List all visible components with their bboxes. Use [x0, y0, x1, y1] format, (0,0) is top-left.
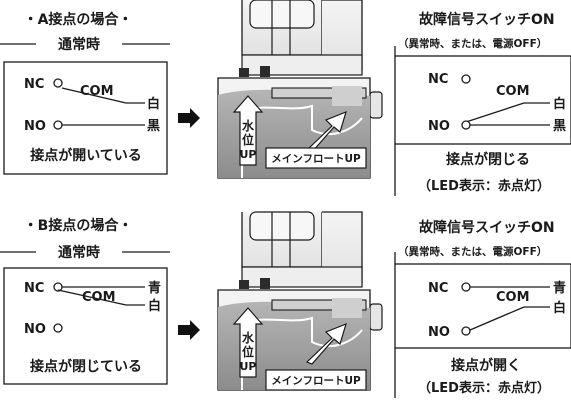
a-water-label-2: 位: [242, 132, 254, 147]
a-fault-wire-no: 黒: [553, 118, 566, 134]
a-normal-com-label: COM: [80, 84, 114, 99]
a-water-label-3: UP: [240, 148, 257, 161]
a-normal-no-label: NO: [24, 119, 46, 134]
b-fault-wire-nc: 青: [553, 280, 566, 296]
a-float-badge: [265, 147, 367, 169]
a-normal-nc-terminal: [53, 78, 63, 88]
a-normal-caption: 接点が開いている: [30, 147, 142, 164]
a-fault-nc-label: NC: [428, 72, 448, 87]
b-normal-panel: 通常時 NC 青 COM 白 NO 接点が閉じている: [0, 244, 170, 385]
a-normal-title: 通常時: [58, 36, 100, 53]
b-arrow-icon: [178, 320, 200, 340]
b-fault-box: [394, 263, 571, 349]
b-normal-wire-nc: 青: [148, 280, 161, 296]
a-fault-title: 故障信号スイッチON: [419, 11, 555, 28]
a-normal-nc-label: NC: [24, 77, 44, 92]
b-fault-subtitle: （異常時、または、電源OFF）: [398, 245, 547, 258]
a-normal-no-terminal: [53, 120, 63, 130]
b-normal-title: 通常時: [58, 244, 100, 261]
a-fault-no-label: NO: [428, 119, 450, 134]
a-normal-wire-no: 黒: [147, 118, 160, 134]
b-normal-box: [3, 267, 168, 385]
b-normal-caption: 接点が閉じている: [30, 358, 142, 375]
b-float-badge: [265, 369, 367, 391]
a-fault-caption: 接点が閉じる: [446, 151, 530, 168]
a-normal-switch-arm: [61, 87, 127, 104]
b-fault-nc-label: NC: [428, 281, 448, 296]
b-normal-nc-terminal: [53, 282, 63, 292]
b-normal-nc-label: NC: [24, 281, 44, 296]
b-fault-note: （LED表示：赤点灯）: [418, 380, 550, 396]
a-normal-panel: 通常時 NC COM 白 NO 黒 接点が開いている: [0, 36, 170, 175]
b-normal-com-label: COM: [82, 290, 116, 305]
section-a-heading: ・A接点の場合・: [24, 11, 133, 28]
b-fault-wire-com: 白: [553, 300, 566, 316]
b-water-label-2: 位: [242, 344, 254, 359]
a-device: 水 位 UP メインフロートUP: [217, 0, 383, 179]
a-fault-note: （LED表示：赤点灯）: [418, 178, 550, 194]
a-normal-box: [3, 61, 168, 175]
a-water-label-1: 水: [242, 118, 255, 133]
b-water-label-1: 水: [242, 330, 255, 345]
a-fault-panel: 故障信号スイッチON （異常時、または、電源OFF） NC COM 白 NO 黒…: [394, 11, 571, 196]
b-fault-title: 故障信号スイッチON: [419, 219, 555, 236]
b-fault-com-label: COM: [496, 290, 530, 305]
a-fault-switch-arm: [465, 102, 525, 123]
b-normal-wire-com: 白: [148, 298, 161, 314]
b-normal-no-terminal: [53, 323, 63, 333]
section-b-heading: ・B接点の場合・: [24, 217, 133, 234]
a-fault-box: [394, 55, 571, 145]
b-fault-panel: 故障信号スイッチON （異常時、または、電源OFF） NC 青 COM 白 NO…: [394, 219, 571, 398]
a-fault-com-label: COM: [496, 84, 530, 99]
a-fault-wire-nc: 白: [553, 96, 566, 112]
a-arrow-icon: [178, 108, 200, 128]
b-float-label: メインフロートUP: [271, 375, 361, 387]
b-fault-switch-arm: [469, 306, 525, 331]
b-normal-switch-arm: [57, 289, 127, 306]
b-fault-no-label: NO: [428, 325, 450, 340]
b-normal-no-label: NO: [24, 322, 46, 337]
section-b: ・B接点の場合・ 通常時 NC 青 COM 白 NO 接点が閉じている: [0, 211, 571, 398]
b-water-label-3: UP: [240, 360, 257, 373]
a-fault-nc-terminal: [461, 74, 471, 84]
b-device: 水 位 UP メインフロートUP: [217, 211, 383, 391]
b-fault-nc-terminal: [461, 282, 471, 292]
a-float-label: メインフロートUP: [271, 153, 361, 165]
a-fault-subtitle: （異常時、または、電源OFF）: [398, 37, 547, 50]
a-normal-wire-nc: 白: [147, 96, 160, 112]
section-a: ・A接点の場合・ 通常時 NC COM 白 NO 黒 接点が開いている: [0, 0, 571, 196]
a-fault-no-terminal: [461, 120, 471, 130]
b-fault-no-terminal: [461, 326, 471, 336]
b-fault-caption: 接点が開く: [451, 357, 521, 374]
